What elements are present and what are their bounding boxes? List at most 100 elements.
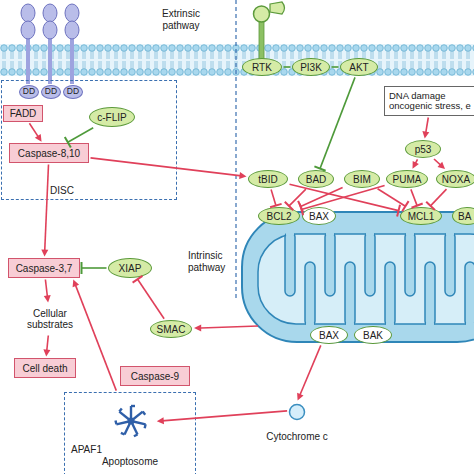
inhibition-connector [65, 128, 93, 148]
mitochondrion [425, 262, 435, 326]
outcome-box: Cell death [14, 358, 76, 378]
connector-line [431, 189, 447, 206]
connector-line [271, 189, 276, 205]
connector-line [300, 345, 321, 396]
apaf1-hub [128, 418, 135, 425]
pathway-divider [236, 0, 237, 300]
inhibition-connector [314, 77, 355, 170]
caspase-box: Caspase-3,7 [8, 258, 80, 278]
arrow-head [413, 161, 419, 169]
node-label: Cytochrome c [266, 431, 328, 442]
node-label: BAK [363, 330, 383, 341]
death-receptor [70, 36, 74, 84]
inhibition-connector [298, 188, 343, 212]
activation-connector [157, 411, 287, 424]
connector-line [91, 158, 242, 176]
arrow-head [41, 249, 48, 256]
node-label: DNA damage oncogenic stress, e [389, 91, 474, 112]
connector-line [68, 128, 93, 143]
mitochondrion [365, 232, 375, 296]
node-label: Cell death [22, 363, 67, 374]
release-arrow [194, 325, 201, 332]
mitochondrion [326, 229, 334, 235]
protein-oval: BIM [344, 170, 380, 188]
apaf1-hook [121, 433, 125, 435]
inhibition-bar [300, 204, 303, 216]
connector-line [75, 284, 116, 391]
connector-line [426, 118, 429, 134]
protein-oval: BAX [310, 326, 348, 344]
inhibitor-oval: c-FLIP [89, 107, 135, 127]
connector-line [378, 189, 406, 206]
inhibition-connector [270, 189, 282, 207]
complex-group: ApoptosomeAPAF1 [64, 392, 196, 474]
node-label: DISC [50, 185, 74, 196]
activation-connector [91, 158, 247, 179]
connector-line [289, 189, 306, 206]
apaf1-wheel [111, 401, 151, 441]
protein-oval: NOXA [436, 170, 474, 188]
arrow-head [35, 134, 42, 142]
death-receptor [43, 4, 57, 22]
mitochondrion [406, 229, 414, 235]
rtk-receptor [254, 2, 285, 60]
release-arrow [201, 326, 258, 328]
death-receptor [65, 4, 79, 22]
death-receptor [21, 4, 79, 84]
protein-oval: SMAC [150, 320, 192, 338]
mitochondrion [405, 232, 415, 296]
inhibition-connector [133, 276, 165, 319]
activation-connector [413, 159, 419, 168]
activation-connector [284, 67, 291, 68]
activation-connector [41, 165, 48, 257]
connector-line [301, 186, 384, 210]
inhibition-bar [402, 201, 408, 211]
arrow-head [73, 279, 80, 287]
node-label: BAX [319, 330, 339, 341]
arrow-head [438, 162, 446, 169]
death-domain: DD [41, 85, 61, 99]
inhibition-bar [426, 202, 435, 210]
connector-line [47, 336, 49, 352]
node-label: BAD [306, 174, 327, 185]
apaf1-hook [119, 409, 122, 412]
mitochondrion [242, 212, 474, 342]
death-receptor [65, 21, 79, 39]
protein-oval: BAK [354, 326, 392, 344]
activation-connector [422, 118, 429, 139]
inhibition-bar [65, 137, 71, 148]
connector-line [82, 267, 107, 269]
protein-oval: BA [452, 207, 474, 225]
protein-oval: p53 [405, 140, 441, 158]
node-label: c-FLIP [97, 112, 126, 123]
node-label: MCL1 [408, 211, 435, 222]
inhibition-connector [426, 189, 446, 210]
inhibition-bar [412, 204, 423, 208]
cytochrome-circle [290, 405, 305, 420]
connector-line [162, 411, 287, 421]
arrow-head [239, 172, 246, 179]
caspase-box: Caspase-9 [120, 366, 190, 386]
cytochrome-circle [288, 403, 306, 421]
adaptor-box: FADD [3, 105, 43, 122]
apaf1-hook [143, 412, 146, 415]
node-label: Caspase-9 [131, 371, 179, 382]
receptor-oval: RTK [242, 58, 282, 76]
node-label: BA [458, 211, 471, 222]
node-label: AKT [349, 62, 368, 73]
activation-connector [297, 345, 321, 400]
process-text: Cellular substrates [18, 304, 82, 334]
connector-line [320, 77, 355, 168]
node-label: PI3K [300, 62, 322, 73]
mitochondrion [346, 323, 354, 329]
node-label: DD [23, 87, 35, 96]
node-label: RTK [252, 62, 272, 73]
inhibitor-oval: XIAP [108, 258, 152, 278]
rtk-receptor [259, 18, 264, 60]
activation-connector [29, 123, 41, 141]
inhibition-bar [285, 202, 294, 211]
kinase-oval: PI3K [292, 58, 330, 76]
node-label: Caspase-3,7 [16, 263, 73, 274]
